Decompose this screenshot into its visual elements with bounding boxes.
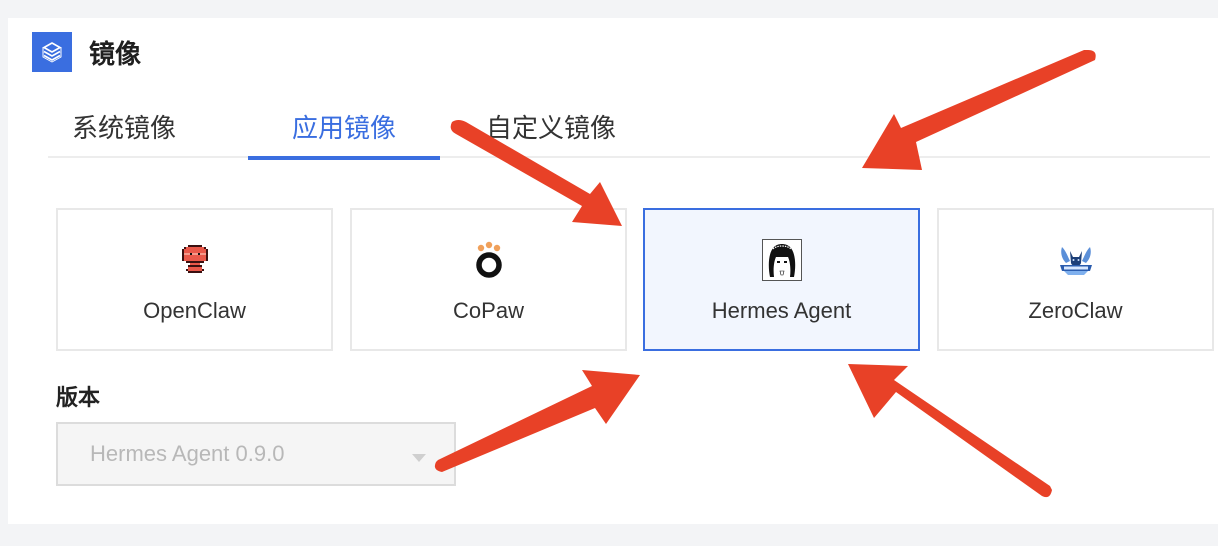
zeroclaw-logo-icon [1056, 240, 1096, 280]
version-label: 版本 [56, 386, 101, 411]
version-select[interactable]: Hermes Agent 0.9.0 [56, 422, 456, 486]
layers-icon [32, 32, 72, 72]
tab-custom-image[interactable]: 自定义镜像 [485, 114, 616, 144]
openclaw-robot-icon [175, 240, 215, 280]
card-label: OpenClaw [143, 298, 246, 323]
card-zeroclaw[interactable]: ZeroClaw [937, 208, 1214, 351]
hermes-avatar-icon [761, 239, 802, 281]
card-label: Hermes Agent [711, 298, 852, 323]
tab-app-image[interactable]: 应用镜像 [248, 108, 440, 160]
image-type-tabs: 系统镜像 应用镜像 自定义镜像 [48, 100, 1210, 160]
card-label: ZeroClaw [1028, 298, 1123, 323]
card-label: CoPaw [453, 298, 524, 323]
card-openclaw[interactable]: OpenClaw [56, 208, 333, 351]
section-title: 镜像 [89, 39, 142, 70]
copaw-paw-icon [469, 240, 509, 280]
card-copaw[interactable]: CoPaw [350, 208, 627, 351]
section-header: 镜像 [32, 32, 141, 72]
card-hermes-agent[interactable]: Hermes Agent [643, 208, 920, 351]
caret-down-icon [412, 454, 426, 462]
tab-system-image[interactable]: 系统镜像 [71, 114, 176, 144]
version-select-value: Hermes Agent 0.9.0 [90, 441, 285, 466]
